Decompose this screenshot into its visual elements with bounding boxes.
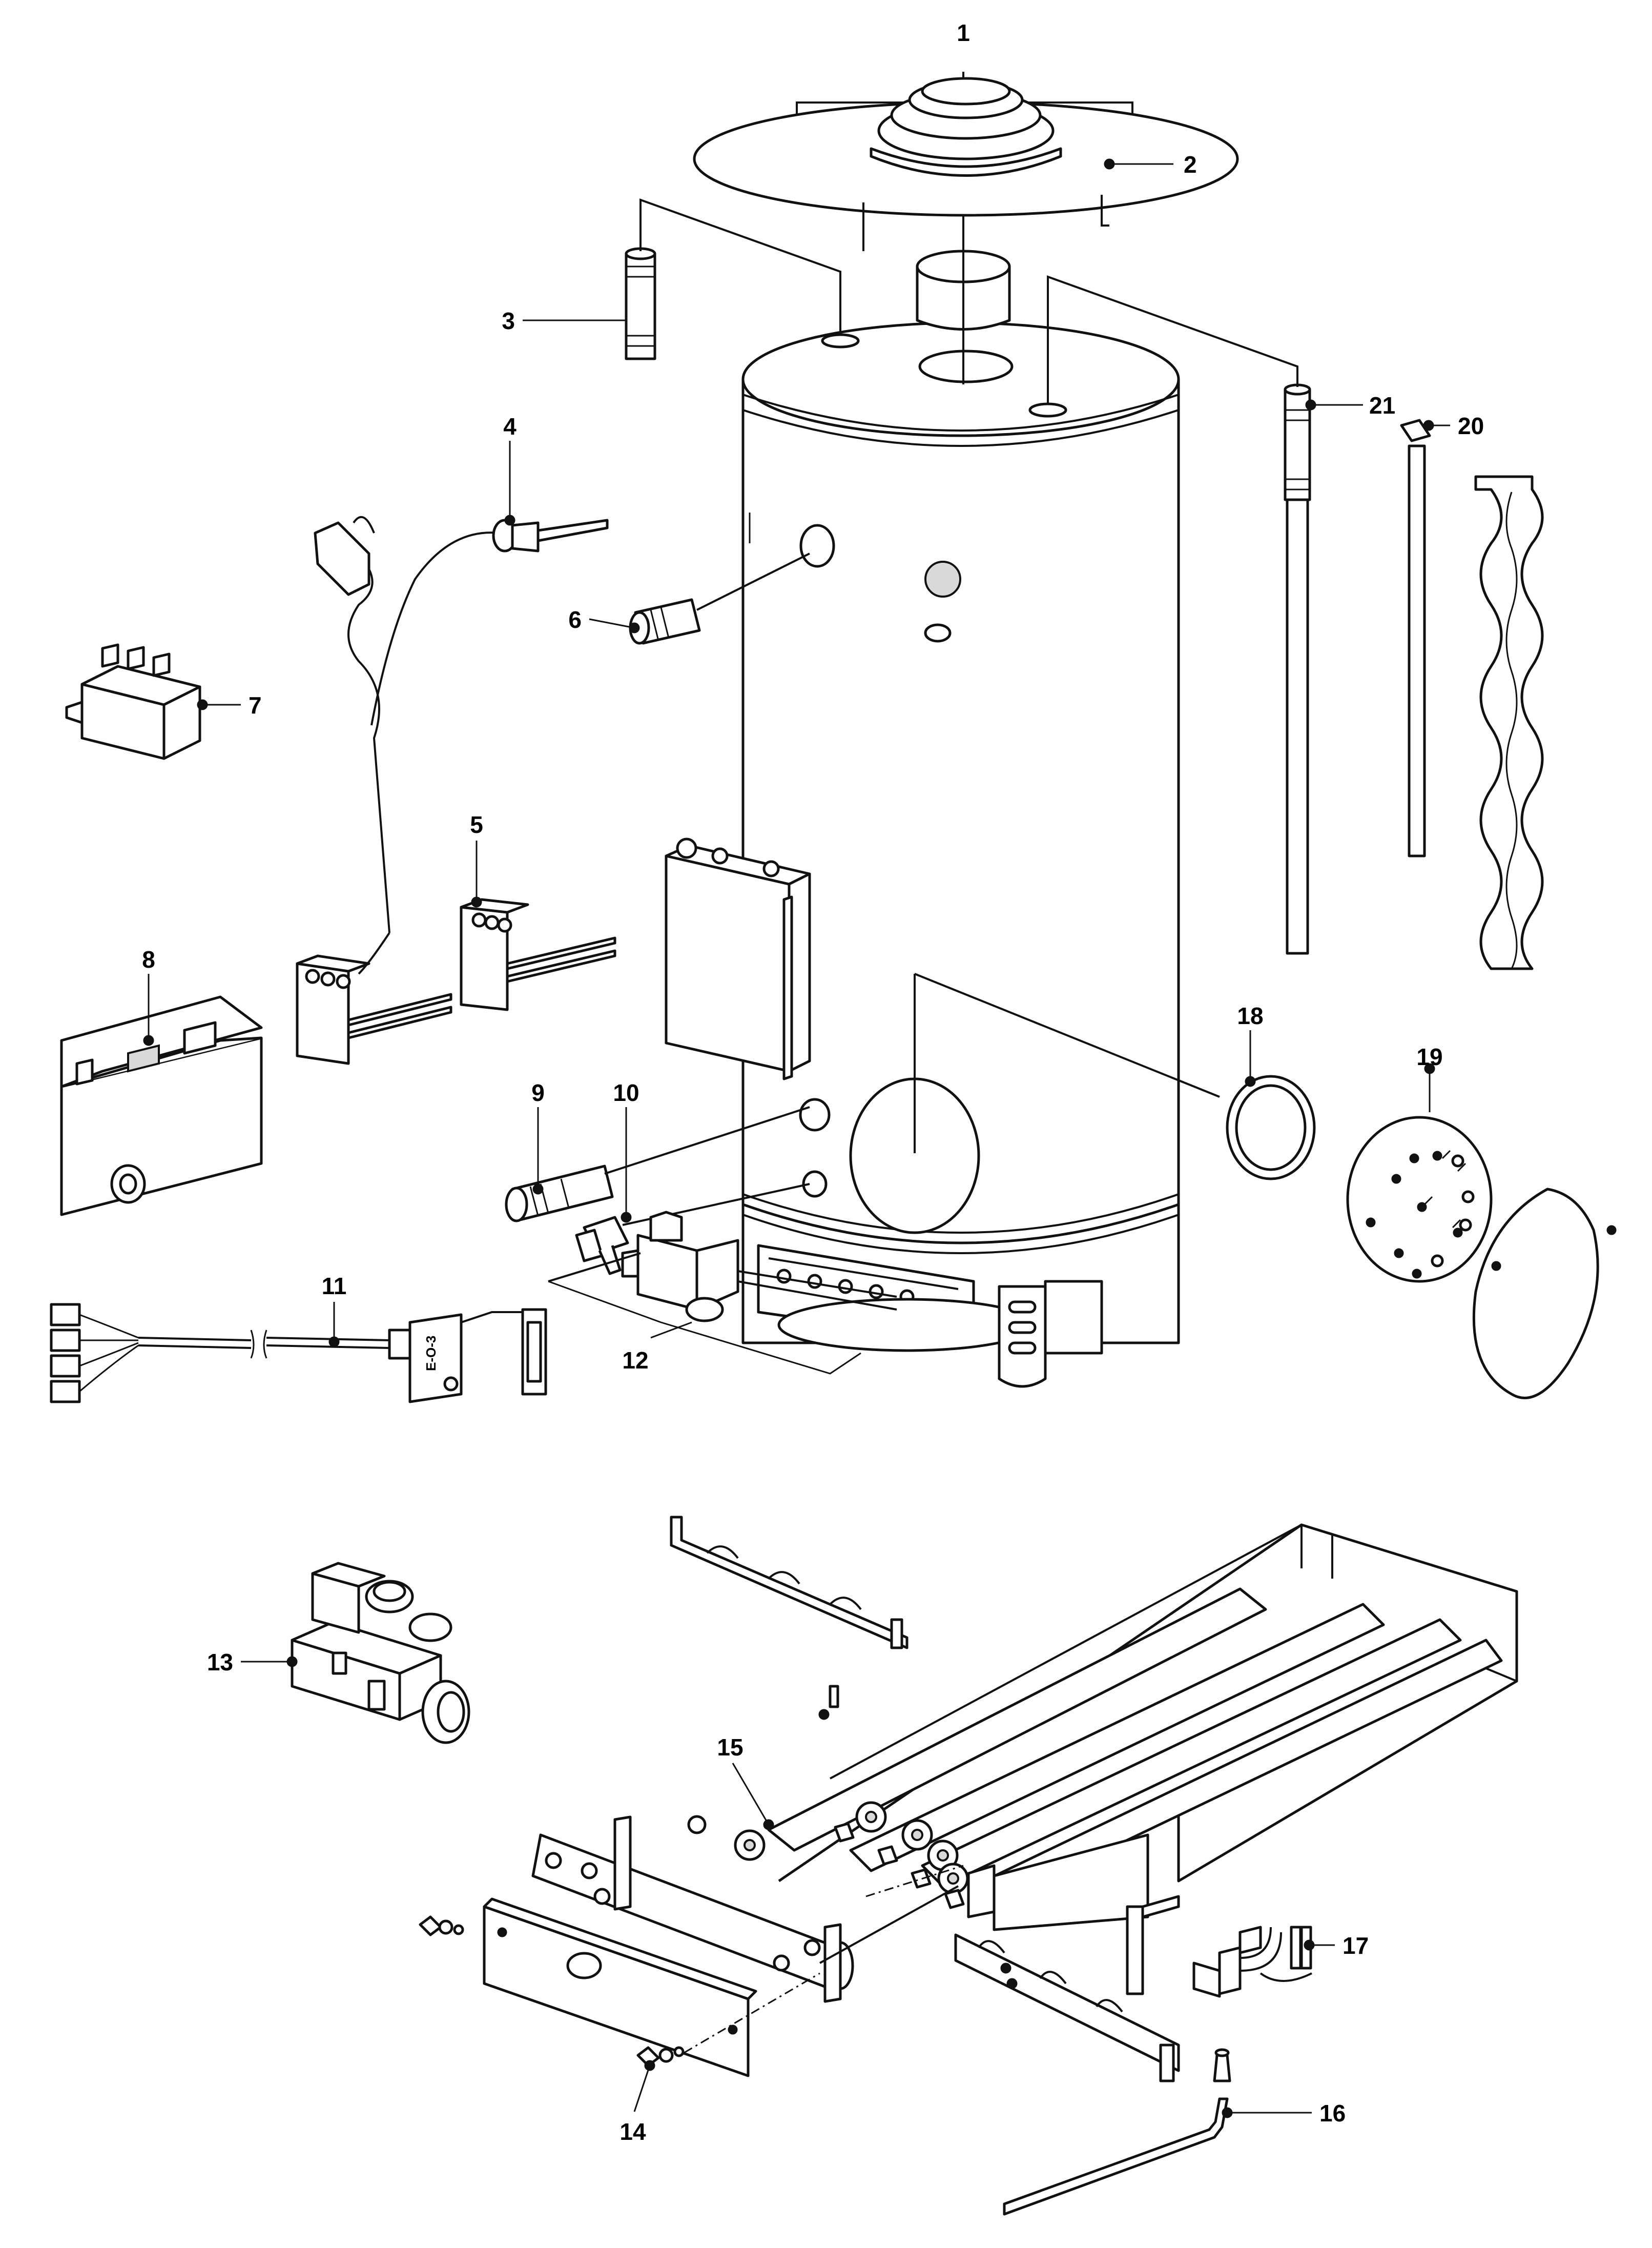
callout-4: 4 [503, 413, 517, 440]
callout-1: 1 [957, 19, 970, 46]
callout-15: 15 [717, 1734, 743, 1761]
water-heater-tank [665, 215, 1180, 1388]
part-18-gasket [914, 973, 1316, 1180]
callout-14: 14 [620, 2118, 646, 2145]
parts-label-text: E-O-3 [423, 1336, 439, 1371]
part-12-gas-valve-burner-installed [548, 1211, 897, 1375]
orifices [834, 1822, 965, 1909]
part-6-nipple [629, 553, 810, 645]
callout-13: 13 [207, 1649, 233, 1675]
callout-16: 16 [1319, 2100, 1346, 2127]
part-3-nipple [625, 198, 841, 360]
part-16-pilot-tube [1003, 2048, 1233, 2216]
part-17-pilot-assembly [1192, 1926, 1315, 1998]
callout-18: 18 [1237, 1003, 1263, 1029]
callout-7: 7 [249, 692, 262, 719]
leader-lines [148, 163, 1450, 2114]
callout-11: 11 [322, 1273, 347, 1299]
callout-20: 20 [1458, 413, 1484, 439]
part-19-cleanout-cover [1346, 1063, 1617, 1399]
burner-tube-ends [734, 1801, 969, 1894]
part-13-gas-control-valve [286, 1562, 470, 1744]
part-5-thermostat [460, 896, 616, 1011]
eco-switch [296, 954, 452, 1065]
callout-19: 19 [1416, 1044, 1442, 1070]
part-20-dip-tube [1400, 419, 1434, 857]
draft-hood-assembly [693, 72, 1239, 251]
callout-8: 8 [142, 946, 155, 973]
burner-tubes [767, 1587, 1503, 1903]
callout-5: 5 [470, 811, 483, 838]
callout-17: 17 [1343, 1932, 1369, 1959]
part-15-burner-assembly [670, 1516, 1518, 2082]
callout-6: 6 [568, 606, 582, 633]
callout-9: 9 [531, 1079, 545, 1106]
callout-21: 21 [1369, 392, 1395, 419]
flue-baffle [1474, 475, 1544, 970]
callout-12: 12 [622, 1347, 648, 1374]
part-14-manifold-door [419, 1815, 964, 2077]
callout-labels: 1 2 3 4 5 6 7 8 9 10 11 12 13 14 15 16 1… [142, 19, 1484, 2145]
part-8-control-module [60, 995, 263, 1216]
part-7-transformer [65, 643, 208, 760]
part-4-temperature-probe [314, 515, 609, 975]
part-11-wire-harness: E-O-3 [50, 1303, 547, 1403]
callout-10: 10 [613, 1079, 639, 1106]
part-21-anode [1047, 275, 1316, 955]
callout-2: 2 [1184, 151, 1197, 178]
callout-3: 3 [502, 308, 515, 334]
